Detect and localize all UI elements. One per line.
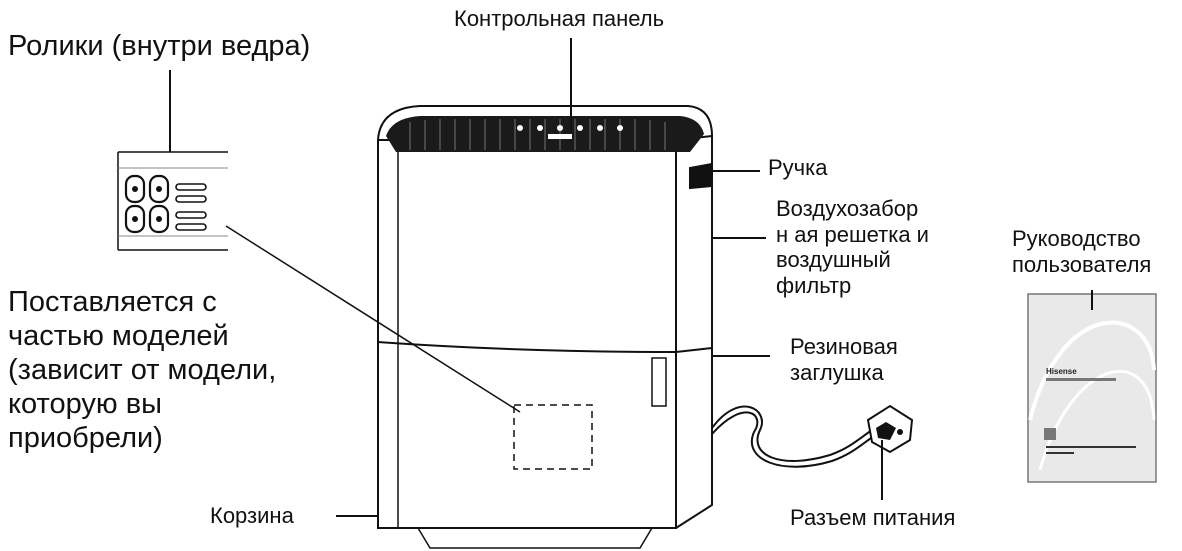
label-supplied-with-some-models: Поставляется с частью моделей (зависит о… bbox=[8, 286, 276, 456]
label-user-manual-line: пользователя bbox=[1012, 251, 1152, 277]
label-rubber-plug-line: заглушка bbox=[790, 359, 884, 385]
label-rollers: Ролики (внутри ведра) bbox=[8, 30, 311, 62]
label-air-intake-line: Воздухозабор bbox=[776, 196, 919, 221]
leader-lines bbox=[169, 38, 1093, 517]
label-supplied-line: Поставляется с bbox=[8, 286, 217, 318]
rollers-location-outline bbox=[513, 404, 593, 470]
label-power-plug: Разъем питания bbox=[790, 505, 956, 530]
power-cord bbox=[711, 405, 875, 468]
label-supplied-line: (зависит от модели, bbox=[8, 353, 277, 386]
label-control-panel: Контрольная панель bbox=[454, 6, 665, 31]
label-handle: Ручка bbox=[768, 155, 828, 180]
manual-brand: Hisense bbox=[1046, 367, 1077, 376]
label-user-manual-line: Руководство bbox=[1012, 226, 1141, 251]
rollers-inset bbox=[117, 151, 228, 251]
label-supplied-line: частью моделей bbox=[8, 319, 229, 352]
label-rubber-plug: Резиновая заглушка bbox=[790, 334, 898, 385]
label-bucket: Корзина bbox=[210, 503, 294, 528]
power-plug-icon bbox=[866, 404, 914, 454]
label-air-intake-line: воздушный bbox=[776, 247, 891, 273]
label-air-intake: Воздухозабор н ая решетка и воздушный фи… bbox=[776, 196, 929, 299]
top-vent-grille bbox=[386, 116, 704, 152]
label-supplied-line: приобрели) bbox=[8, 421, 163, 454]
label-air-intake-line: н ая решетка и bbox=[776, 221, 929, 247]
label-air-intake-line: фильтр bbox=[776, 273, 852, 299]
user-manual: Hisense bbox=[1027, 293, 1157, 483]
label-supplied-line: которую вы bbox=[8, 387, 162, 420]
label-user-manual: Руководство пользователя bbox=[1012, 226, 1151, 277]
label-rubber-plug-line: Резиновая bbox=[790, 334, 898, 359]
roller-wheel-icon bbox=[124, 174, 170, 234]
leader-rollers-to-bucket bbox=[225, 225, 521, 413]
dehumidifier-body bbox=[377, 105, 713, 549]
